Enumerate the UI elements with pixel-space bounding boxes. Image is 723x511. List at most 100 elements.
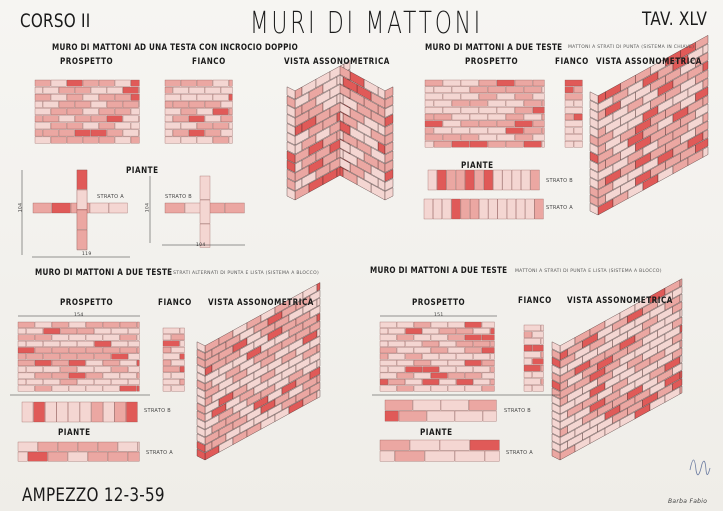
elevation-brick	[82, 94, 99, 101]
plan-brick	[398, 410, 427, 422]
plan-brick	[89, 202, 109, 214]
axon-end-brick	[196, 341, 206, 353]
elevation-brick	[66, 122, 83, 130]
elevation-brick	[43, 379, 61, 385]
elevation-brick	[58, 129, 75, 137]
elevation-brick	[119, 360, 137, 366]
elevation-brick	[473, 379, 491, 385]
elevation-brick	[430, 385, 448, 392]
axon-end-brick	[286, 86, 296, 100]
dimension-label: 104	[145, 202, 151, 213]
elevation-brick	[481, 372, 495, 379]
elevation-brick	[82, 79, 99, 87]
plan-brick	[468, 399, 497, 411]
axon-brick	[339, 84, 351, 99]
elevation-brick	[424, 113, 434, 121]
section-3-elevation-label: PROSPETTO	[60, 298, 114, 308]
elevation-brick	[34, 334, 52, 341]
elevation-brick	[469, 86, 488, 93]
side-brick	[212, 94, 229, 101]
elevation-brick	[102, 360, 120, 366]
elevation-brick	[433, 100, 452, 107]
section-3-layer-a: STRATO A	[146, 450, 173, 456]
elevation-brick	[82, 122, 99, 130]
section-2-layer-a: STRATO A	[546, 205, 573, 211]
side-brick	[162, 366, 180, 373]
section-4-elevation-label: PROSPETTO	[412, 298, 466, 308]
section-3-plans-label: PIANTE	[58, 428, 91, 438]
section-1-layer-a: STRATO A	[97, 194, 124, 200]
side-brick	[196, 122, 213, 130]
plan-brick	[460, 198, 470, 220]
elevation-brick	[442, 107, 461, 114]
plan-brick	[433, 198, 443, 220]
axon-end-brick	[196, 418, 206, 430]
axon-brick	[695, 35, 709, 51]
axon-brick	[339, 157, 351, 172]
elevation-brick	[532, 120, 545, 127]
elevation-brick	[60, 353, 78, 360]
side-brick	[188, 101, 205, 108]
plan-brick	[502, 169, 512, 191]
section-2-elevation-label: PROSPETTO	[465, 57, 519, 67]
plan-brick	[114, 401, 126, 423]
plan-brick	[45, 401, 57, 423]
axon-end-brick	[286, 178, 296, 192]
plan-brick	[27, 451, 48, 462]
axon-brick	[316, 358, 321, 368]
elevation-brick	[496, 93, 515, 100]
elevation-brick	[68, 334, 86, 341]
axon-brick	[309, 289, 321, 303]
elevation-brick	[430, 372, 448, 379]
axon-brick	[679, 370, 683, 379]
plan-brick	[439, 439, 470, 451]
side-brick	[196, 108, 213, 115]
side-brick	[564, 93, 583, 100]
side-brick	[179, 366, 185, 373]
elevation-brick	[505, 86, 524, 93]
axon-brick	[339, 120, 351, 136]
axon-brick	[339, 65, 351, 81]
axon-end-brick	[589, 168, 599, 181]
elevation-brick	[523, 127, 542, 134]
section-1-plans-label: PIANTE	[126, 166, 159, 176]
plan-brick	[384, 410, 399, 422]
side-brick	[180, 122, 197, 130]
plan-brick	[484, 450, 500, 462]
elevation-brick	[487, 141, 506, 148]
elevation-brick	[94, 379, 112, 385]
elevation-brick	[74, 115, 91, 123]
elevation-brick	[473, 340, 491, 347]
plan-brick	[534, 198, 544, 220]
plan-brick	[68, 401, 80, 423]
plan-brick	[21, 401, 34, 423]
elevation-brick	[130, 94, 140, 101]
elevation-brick	[94, 340, 112, 347]
plan-brick	[506, 198, 516, 220]
side-brick	[196, 79, 213, 87]
elevation-brick	[464, 347, 482, 354]
elevation-brick	[60, 340, 78, 347]
side-brick	[171, 347, 185, 353]
section-2-title: MURO DI MATTONI A DUE TESTE	[425, 43, 563, 53]
elevation-brick	[388, 379, 406, 385]
axon-end-brick	[589, 177, 599, 190]
elevation-brick	[102, 334, 120, 341]
plan-brick	[474, 169, 484, 191]
side-brick	[523, 385, 533, 392]
side-brick	[212, 79, 229, 87]
axon-brick	[316, 374, 321, 384]
elevation-brick	[433, 141, 452, 148]
elevation-brick	[473, 353, 491, 360]
elevation-brick	[136, 347, 140, 354]
section-2-plans-label: PIANTE	[461, 161, 494, 171]
axon-brick	[672, 286, 683, 299]
plan-brick	[67, 451, 88, 462]
elevation-brick	[26, 379, 44, 385]
axon-brick	[702, 129, 709, 141]
elevation-brick	[496, 107, 515, 114]
axon-end-brick	[286, 114, 296, 127]
elevation-brick	[379, 366, 389, 373]
side-brick	[180, 94, 197, 101]
